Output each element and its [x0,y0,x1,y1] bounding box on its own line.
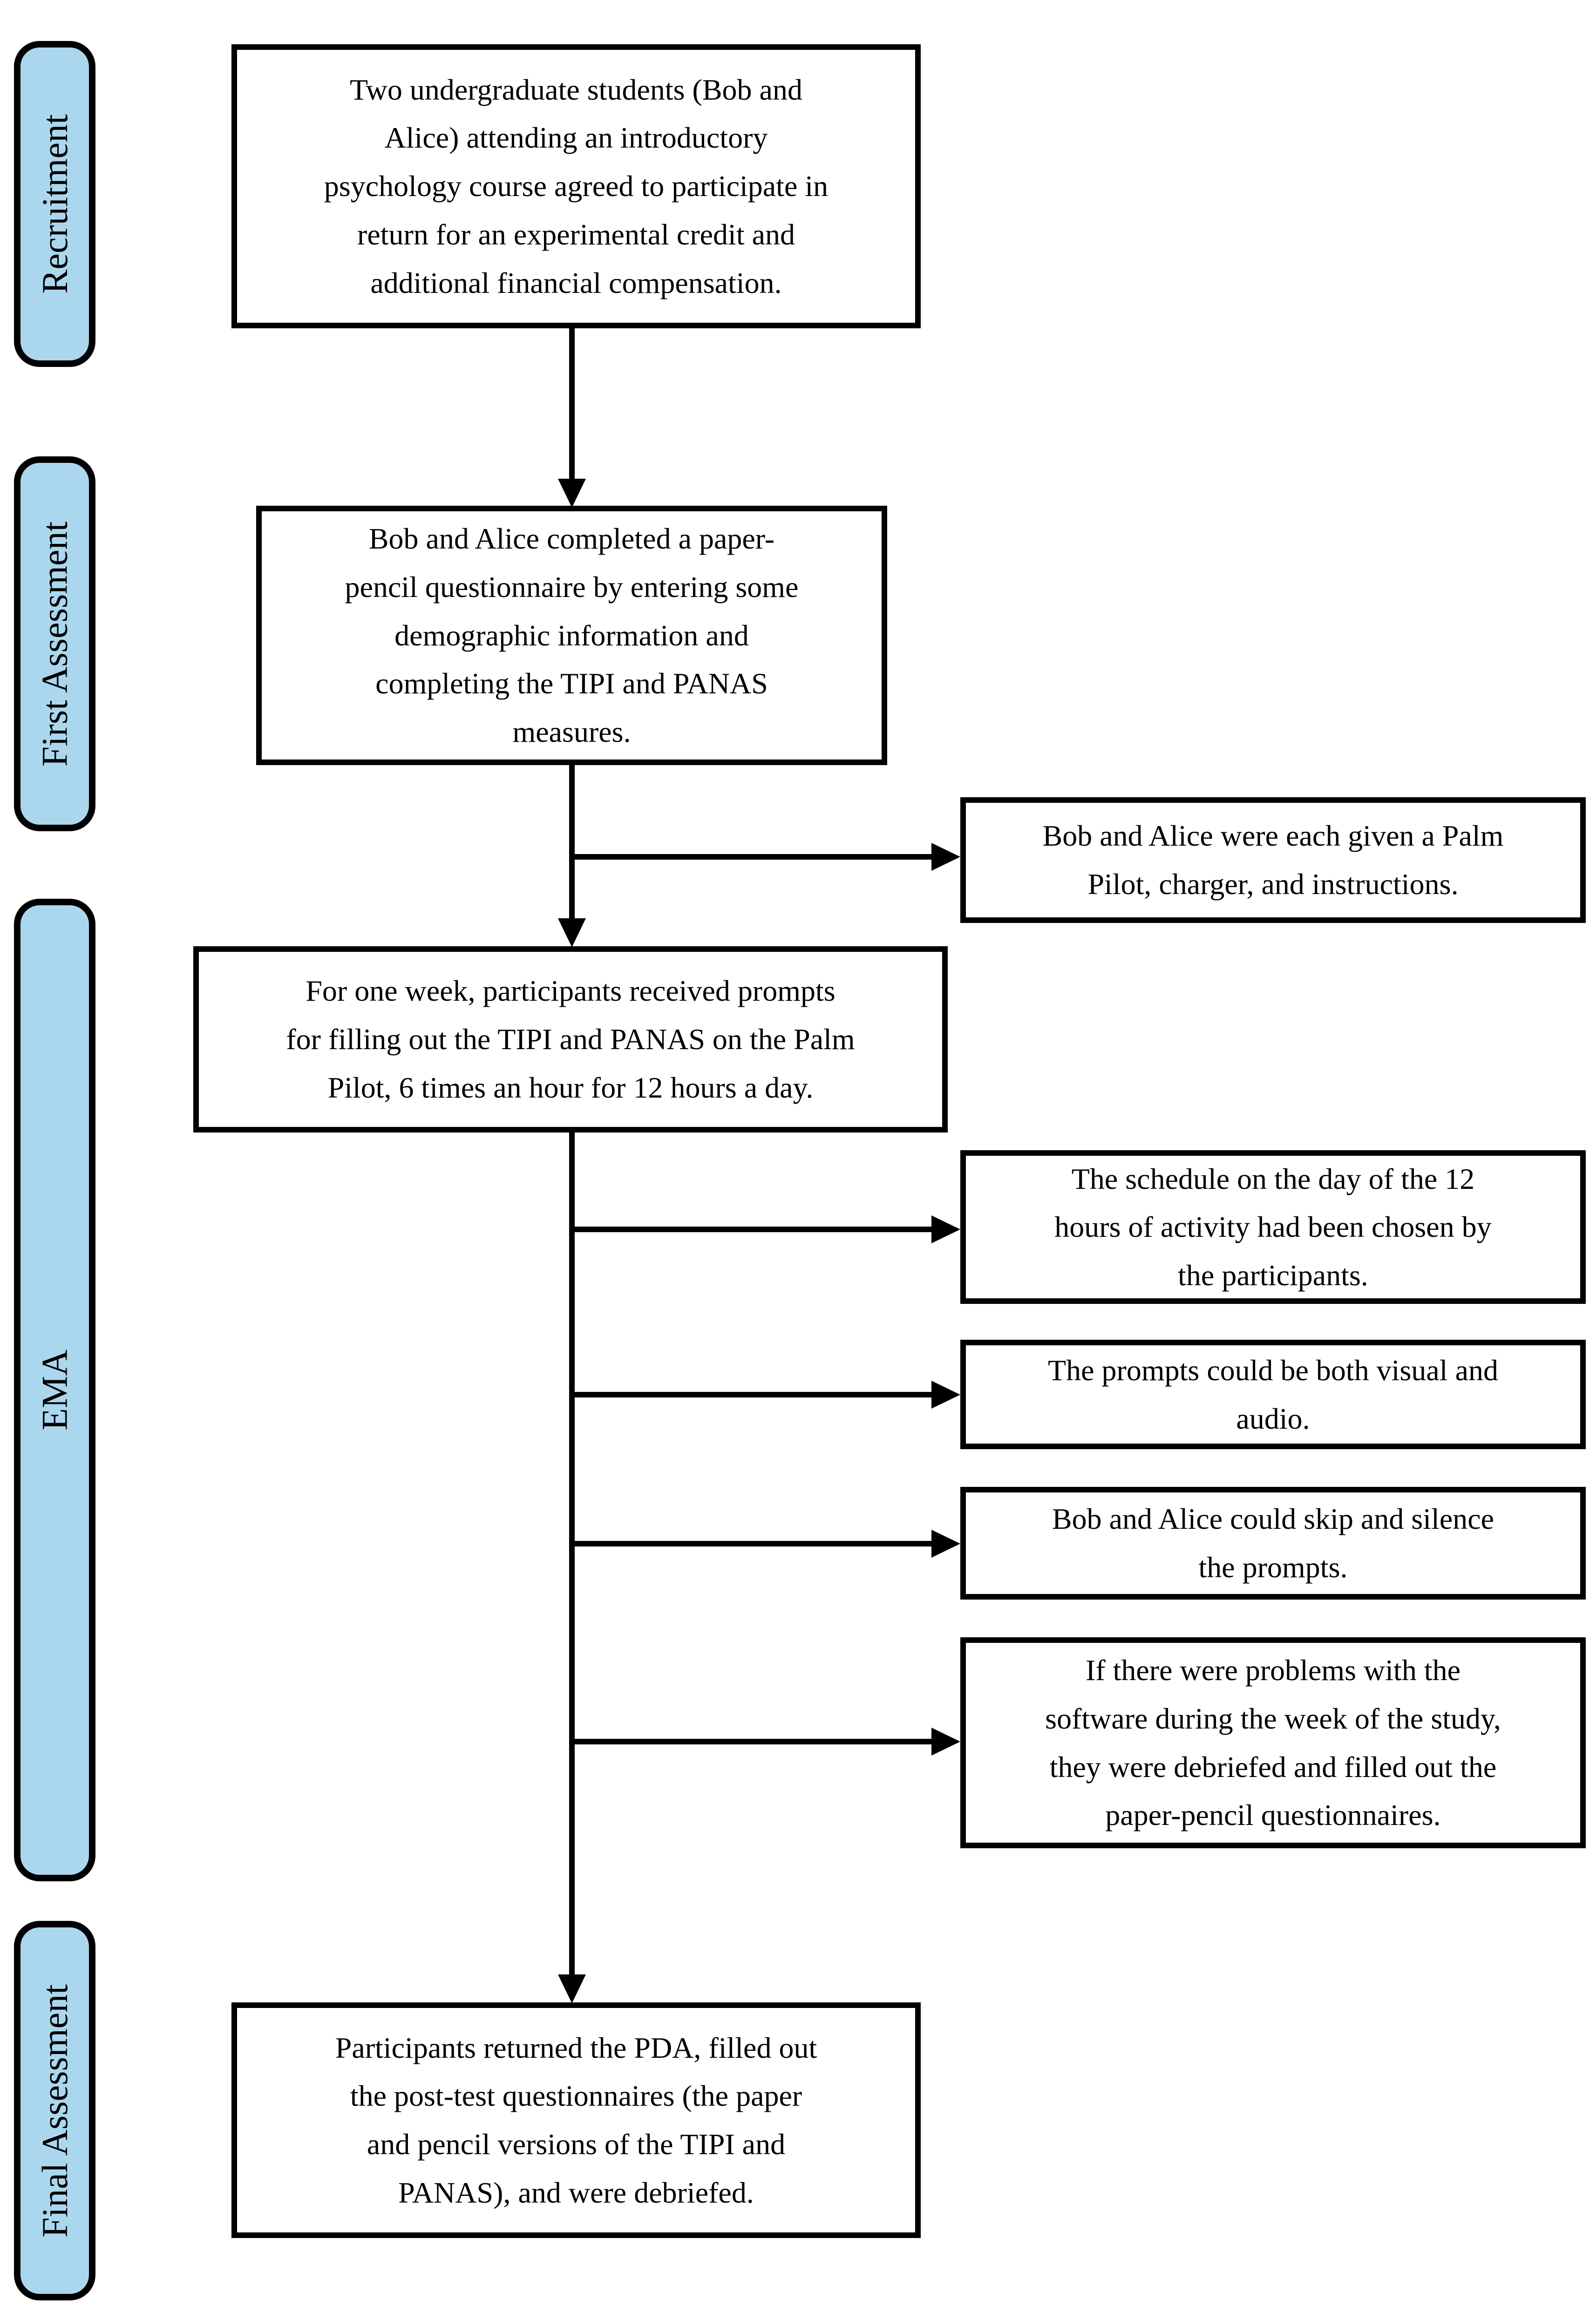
flow-step-first-assessment: Bob and Alice completed a paper- pencil … [256,506,887,765]
side-note-software-problems: If there were problems with the software… [960,1637,1586,1848]
arrowhead-down-icon [558,1974,586,2003]
side-note-skip-silence: Bob and Alice could skip and silence the… [960,1487,1586,1600]
flow-step-recruitment: Two undergraduate students (Bob and Alic… [231,44,921,328]
side-note-schedule: The schedule on the day of the 12 hours … [960,1150,1586,1304]
arrow-branch-skip-silence [572,1541,934,1546]
phase-label-final-assessment: Final Assessment [14,1921,95,2300]
arrow-branch-software-problems [572,1739,934,1744]
arrowhead-right-icon [931,1381,960,1409]
flow-step-ema: For one week, participants received prom… [193,946,948,1133]
arrowhead-right-icon [931,843,960,871]
arrowhead-right-icon [931,1215,960,1243]
side-note-prompt-types: The prompts could be both visual and aud… [960,1340,1586,1449]
phase-label-ema: EMA [14,899,95,1881]
side-note-palm-pilot: Bob and Alice were each given a Palm Pil… [960,797,1586,923]
arrowhead-right-icon [931,1530,960,1558]
phase-label-text: Recruitment [34,114,75,294]
arrow-down-first-to-ema [569,765,575,922]
phase-label-text: First Assessment [34,521,75,766]
arrow-down-recruitment-to-first [569,328,575,482]
arrowhead-down-icon [558,479,586,508]
arrow-branch-schedule [572,1227,934,1232]
phase-label-first-assessment: First Assessment [14,456,95,831]
phase-label-text: EMA [34,1350,75,1431]
arrow-down-ema-to-final [569,1133,575,1978]
phase-label-recruitment: Recruitment [14,41,95,367]
flow-step-final-assessment: Participants returned the PDA, filled ou… [231,2002,921,2238]
arrowhead-right-icon [931,1728,960,1756]
arrowhead-down-icon [558,918,586,947]
arrow-branch-prompt-types [572,1392,934,1397]
arrow-branch-palm-pilot [572,854,934,860]
phase-label-text: Final Assessment [34,1984,75,2238]
